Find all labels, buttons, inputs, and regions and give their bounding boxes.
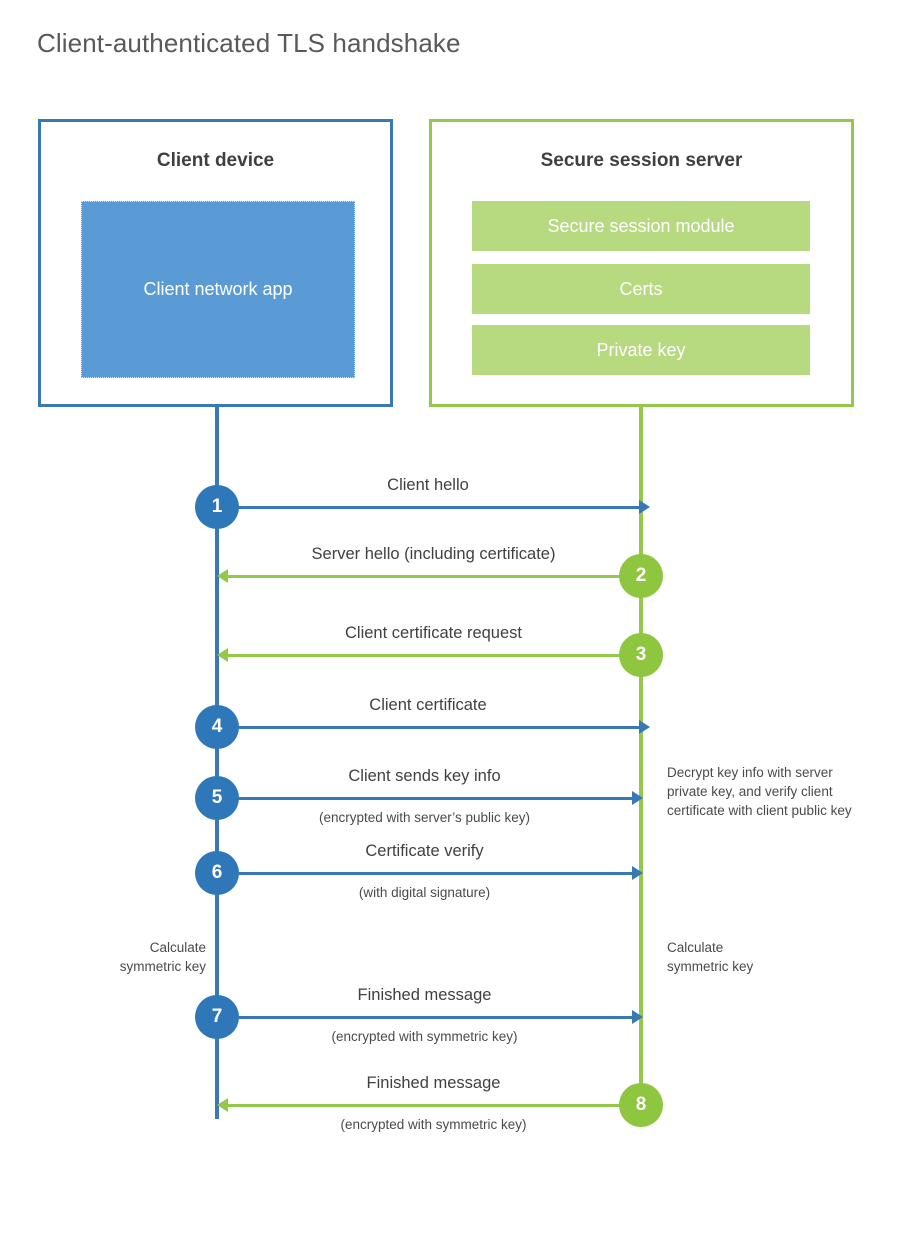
step-number: 5 bbox=[211, 787, 223, 808]
message-label-2: Server hello (including certificate) bbox=[311, 545, 556, 563]
arrow-head-left-icon bbox=[217, 569, 228, 583]
step-badge-8: 8 bbox=[619, 1083, 663, 1127]
arrow-line bbox=[228, 1103, 639, 1107]
client-device-title: Client device bbox=[156, 150, 275, 171]
client-network-app-block: Client network app bbox=[81, 201, 355, 378]
secure-session-server-box: Secure session server Secure session mod… bbox=[429, 119, 854, 407]
step-badge-6: 6 bbox=[195, 851, 239, 895]
step-number: 2 bbox=[635, 565, 647, 586]
step-badge-4: 4 bbox=[195, 705, 239, 749]
server-component-certs: Certs bbox=[472, 264, 810, 314]
step-number: 1 bbox=[211, 496, 223, 517]
arrow-line bbox=[217, 796, 632, 800]
arrow-head-right-icon bbox=[639, 500, 650, 514]
arrow-head-right-icon bbox=[639, 720, 650, 734]
message-label-4: Client certificate bbox=[369, 696, 487, 714]
client-lifeline bbox=[215, 407, 219, 1119]
arrow-line bbox=[228, 574, 639, 578]
client-device-box: Client device Client network app bbox=[38, 119, 393, 407]
message-label-6: Certificate verify bbox=[365, 842, 484, 860]
server-lifeline bbox=[639, 407, 643, 1105]
arrow-head-right-icon bbox=[632, 866, 643, 880]
server-component-private-key: Private key bbox=[472, 325, 810, 375]
message-sublabel-6: (with digital signature) bbox=[358, 885, 491, 900]
step-badge-2: 2 bbox=[619, 554, 663, 598]
message-sublabel-8: (encrypted with symmetric key) bbox=[340, 1117, 527, 1132]
message-label-8: Finished message bbox=[366, 1074, 501, 1092]
step-badge-3: 3 bbox=[619, 633, 663, 677]
step-number: 6 bbox=[211, 862, 223, 883]
arrow-line bbox=[217, 725, 639, 729]
step-number: 7 bbox=[211, 1006, 223, 1027]
message-label-7: Finished message bbox=[357, 986, 492, 1004]
step-number: 8 bbox=[635, 1094, 647, 1115]
annotation-client-calculate-symmetric-key: Calculate symmetric key bbox=[119, 940, 206, 975]
step-badge-1: 1 bbox=[195, 485, 239, 529]
annotation-server-calculate-symmetric-key: Calculate symmetric key bbox=[667, 940, 754, 975]
message-label-3: Client certificate request bbox=[345, 624, 522, 642]
message-label-1: Client hello bbox=[387, 476, 469, 494]
arrow-line bbox=[217, 871, 632, 875]
arrow-head-left-icon bbox=[217, 1098, 228, 1112]
annotation-server-decrypt: Decrypt key info with server private key… bbox=[667, 765, 852, 819]
step-badge-7: 7 bbox=[195, 995, 239, 1039]
arrow-line bbox=[217, 1015, 632, 1019]
step-number: 4 bbox=[211, 716, 223, 737]
step-badge-5: 5 bbox=[195, 776, 239, 820]
message-sublabel-5: (encrypted with server’s public key) bbox=[318, 810, 531, 825]
server-component-secure-session-module: Secure session module bbox=[472, 201, 810, 251]
arrow-head-right-icon bbox=[632, 1010, 643, 1024]
arrow-line bbox=[228, 653, 639, 657]
page-title: Client-authenticated TLS handshake bbox=[37, 28, 461, 58]
arrow-line bbox=[217, 505, 639, 509]
message-label-5: Client sends key info bbox=[348, 767, 501, 785]
step-number: 3 bbox=[635, 644, 647, 665]
message-sublabel-7: (encrypted with symmetric key) bbox=[331, 1029, 518, 1044]
arrow-head-right-icon bbox=[632, 791, 643, 805]
arrow-head-left-icon bbox=[217, 648, 228, 662]
secure-session-server-title: Secure session server bbox=[540, 150, 743, 171]
